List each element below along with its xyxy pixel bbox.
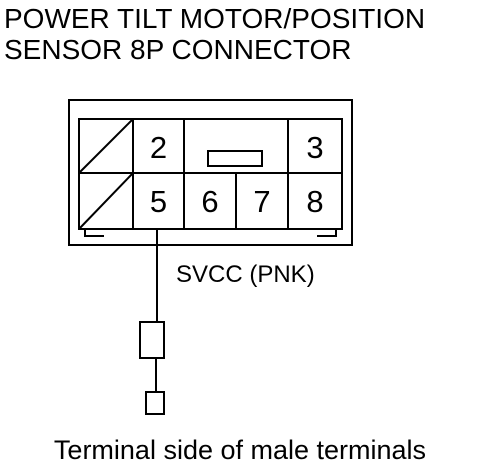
connector-housing [68,99,353,246]
pin-label-5: 5 [150,184,167,219]
pin-cell-8 [287,172,343,230]
pin-label-3: 3 [306,130,323,165]
probe-tip [145,391,165,415]
title-line-1: POWER TILT MOTOR/POSITION [4,3,426,34]
bottom-clip-left [84,229,104,237]
title-line-2: SENSOR 8P CONNECTOR [4,34,352,65]
wire-label: SVCC (PNK) [176,261,315,288]
lock-tab [207,150,263,167]
pin-label-2: 2 [150,130,167,165]
empty-cavity-top-slash [78,118,134,174]
pin-label-7: 7 [253,184,270,219]
bottom-clip-right [317,229,337,237]
diagram-title: POWER TILT MOTOR/POSITION SENSOR 8P CONN… [4,3,425,65]
probe-body [139,321,165,359]
diagram-caption: Terminal side of male terminals [53,435,427,465]
pin-label-8: 8 [306,184,323,219]
pin-label-6: 6 [201,184,218,219]
empty-cavity-bottom-slash [78,172,134,230]
